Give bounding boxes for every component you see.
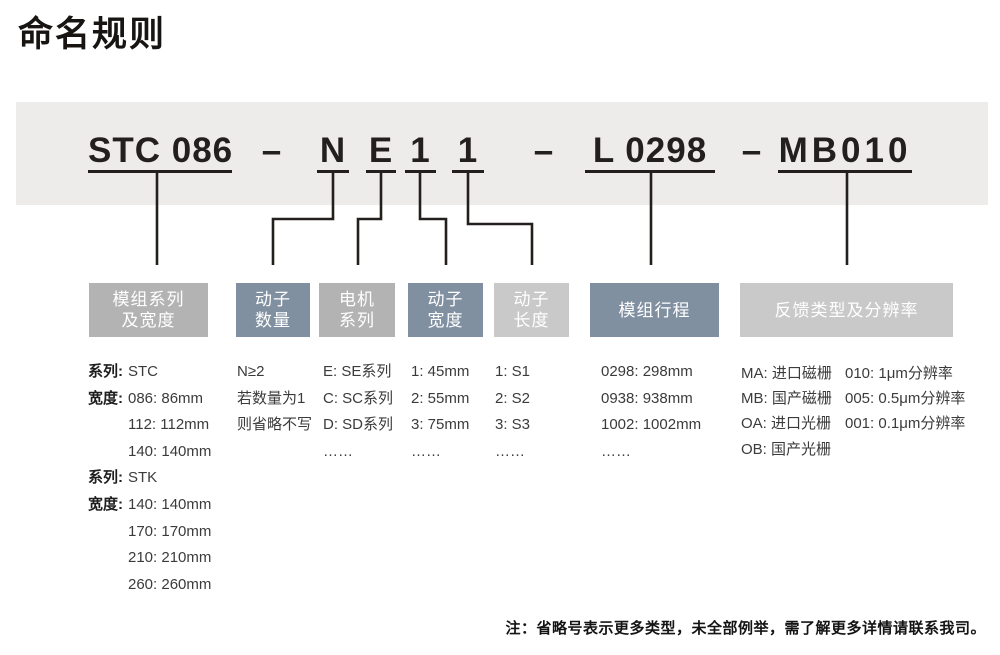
box-label-line: 模组行程 — [618, 300, 691, 320]
code-segment-feedback: MB010 — [778, 130, 912, 173]
column-mover-width: 1: 45mm 2: 55mm 3: 75mm …… — [411, 362, 469, 468]
spec-line: 0298: 298mm — [601, 363, 693, 380]
code-segment-motor-series: E — [366, 130, 396, 173]
category-box-mover-count: 动子 数量 — [236, 283, 310, 337]
spec-line: 0938: 938mm — [601, 389, 693, 407]
spec-row: 140: 140mm — [128, 442, 212, 460]
spec-line: 005: 0.5μm分辨率 — [845, 390, 966, 408]
spec-row: 170: 170mm — [128, 522, 212, 540]
box-label-line: 动子 — [513, 290, 550, 309]
spec-line: 1002: 1002mm — [601, 416, 702, 434]
spec-row: 宽度:140: 140mm — [88, 495, 212, 513]
ellipsis: …… — [323, 442, 353, 460]
code-dash-3: – — [741, 131, 763, 170]
column-mover-count: N≥2 若数量为1 则省略不写 — [237, 362, 312, 442]
column-feedback-resolutions: 010: 1μm分辨率 005: 0.5μm分辨率 001: 0.1μm分辨率 — [845, 364, 965, 440]
spec-line: D: SD系列 — [323, 416, 394, 434]
box-label-line: 系列 — [339, 311, 375, 330]
category-box-module-stroke: 模组行程 — [590, 283, 719, 337]
spec-row: 210: 210mm — [128, 549, 212, 567]
spec-row: 系列:STC — [88, 363, 158, 380]
spec-line: 3: 75mm — [411, 416, 470, 434]
box-label-line: 宽度 — [427, 311, 464, 330]
box-label-line: 数量 — [255, 311, 291, 330]
column-series-width: 系列:STC 宽度:086: 86mm 112: 112mm 140: 140m… — [88, 362, 211, 601]
page-title: 命名规则 — [18, 15, 167, 54]
code-segment-mover-count: N — [317, 130, 349, 173]
spec-line: N≥2 — [237, 363, 265, 380]
box-label-line: 动子 — [427, 290, 464, 309]
ellipsis: …… — [495, 442, 525, 460]
spec-line: MA: 进口磁栅 — [741, 365, 832, 382]
category-box-motor-series: 电机 系列 — [319, 283, 395, 337]
column-motor-series: E: SE系列 C: SC系列 D: SD系列 …… — [323, 362, 393, 468]
category-box-feedback: 反馈类型及分辨率 — [740, 283, 953, 337]
ellipsis: …… — [601, 442, 631, 460]
code-dash-1: – — [261, 131, 283, 170]
spec-row: 260: 260mm — [128, 575, 212, 593]
category-box-mover-length: 动子 长度 — [494, 283, 569, 337]
code-segment-module-stroke: L 0298 — [585, 130, 715, 173]
category-box-mover-width: 动子 宽度 — [408, 283, 483, 337]
code-segment-mover-length: 1 — [452, 130, 484, 173]
box-label-line: 长度 — [513, 311, 550, 330]
spec-line: E: SE系列 — [323, 363, 392, 380]
spec-line: 010: 1μm分辨率 — [845, 365, 953, 382]
column-mover-length: 1: S1 2: S2 3: S3 …… — [495, 362, 530, 468]
code-dash-2: – — [533, 131, 555, 170]
box-label-line: 模组系列 — [112, 290, 185, 309]
spec-line: 若数量为1 — [237, 389, 306, 407]
box-label-line: 反馈类型及分辨率 — [774, 300, 919, 320]
spec-row: 112: 112mm — [128, 416, 210, 434]
column-feedback-types: MA: 进口磁栅 MB: 国产磁栅 OA: 进口光栅 OB: 国产光栅 — [741, 364, 832, 465]
spec-line: 则省略不写 — [237, 416, 313, 434]
spec-line: 3: S3 — [495, 416, 531, 434]
code-segment-mover-width: 1 — [405, 130, 436, 173]
spec-row: 系列:STK — [88, 469, 158, 487]
footnote: 注：省略号表示更多类型，未全部例举，需了解更多详情请联系我司。 — [505, 620, 986, 637]
spec-line: 2: S2 — [495, 389, 531, 407]
box-label-line: 电机 — [339, 290, 375, 309]
column-module-stroke: 0298: 298mm 0938: 938mm 1002: 1002mm …… — [601, 362, 701, 468]
box-label-line: 及宽度 — [121, 311, 176, 330]
spec-line: 2: 55mm — [411, 389, 470, 407]
category-box-module-series-width: 模组系列 及宽度 — [89, 283, 208, 337]
spec-line: 1: S1 — [495, 363, 531, 380]
box-label-line: 动子 — [255, 290, 291, 309]
spec-line: OA: 进口光栅 — [741, 415, 832, 433]
code-band — [16, 102, 988, 205]
ellipsis: …… — [411, 442, 441, 460]
code-segment-series-width: STC 086 — [88, 130, 232, 173]
spec-row: 宽度:086: 86mm — [88, 389, 204, 407]
spec-line: 001: 0.1μm分辨率 — [845, 415, 966, 433]
spec-line: OB: 国产光栅 — [741, 440, 832, 458]
spec-line: 1: 45mm — [411, 363, 470, 380]
spec-line: C: SC系列 — [323, 389, 394, 407]
spec-line: MB: 国产磁栅 — [741, 390, 832, 408]
